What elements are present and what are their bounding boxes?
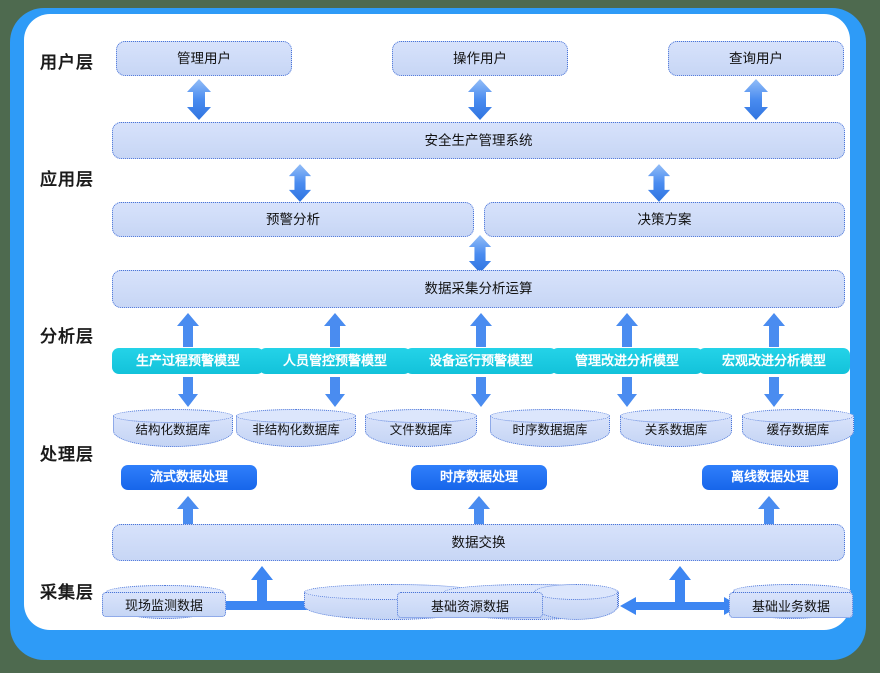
arrow-model-5-up [762, 313, 786, 347]
layer-label-analysis: 分析层 [40, 327, 94, 346]
application-box-decision-plan[interactable]: 决策方案 [484, 202, 845, 237]
application-system-box[interactable]: 安全生产管理系统 [112, 122, 845, 159]
cylinder-top [236, 409, 356, 423]
database-label: 非结构化数据库 [252, 422, 340, 437]
database-label: 文件数据库 [389, 422, 453, 437]
arrow-middle-to-right-source [620, 596, 740, 616]
arrow-model-2-up [323, 313, 347, 347]
cylinder-top [365, 409, 477, 423]
model-box-macro-improvement[interactable]: 宏观改进分析模型 [698, 348, 850, 374]
model-box-management-improvement[interactable]: 管理改进分析模型 [551, 348, 703, 374]
arrow-exchange-to-offline [757, 496, 781, 526]
arrow-model-1-down [177, 377, 199, 407]
arrow-source-left-to-exchange [250, 566, 274, 606]
arrow-source-right-to-exchange [668, 566, 692, 606]
arrow-model-4-down [616, 377, 638, 407]
database-cylinder-file[interactable]: 文件数据库 [365, 409, 477, 447]
cylinder-top [742, 409, 854, 423]
arrow-admin-to-system [186, 79, 212, 120]
user-box-query[interactable]: 查询用户 [668, 41, 844, 76]
arrow-exchange-to-timeseries [467, 496, 491, 526]
source-cylinder-base-resource-right [534, 584, 618, 620]
source-label-base-business[interactable]: 基础业务数据 [729, 592, 853, 618]
processor-box-timeseries[interactable]: 时序数据处理 [411, 465, 547, 490]
cylinder-top [113, 409, 233, 423]
arrow-system-to-decision-plan [647, 163, 671, 203]
cylinder-top [620, 409, 732, 423]
layer-label-processing: 处理层 [40, 445, 94, 464]
processor-box-offline[interactable]: 离线数据处理 [702, 465, 838, 490]
database-label: 关系数据库 [644, 422, 708, 437]
database-cylinder-structured[interactable]: 结构化数据库 [113, 409, 233, 447]
layer-label-user: 用户层 [40, 53, 94, 72]
database-label: 结构化数据库 [135, 422, 211, 437]
application-box-warning-analysis[interactable]: 预警分析 [112, 202, 474, 237]
layer-label-collection: 采集层 [40, 583, 94, 602]
arrow-model-3-up [469, 313, 493, 347]
arrow-model-1-up [176, 313, 200, 347]
cylinder-top [534, 584, 618, 600]
source-label-base-resource[interactable]: 基础资源数据 [397, 592, 543, 618]
user-box-operator[interactable]: 操作用户 [392, 41, 568, 76]
arrow-model-5-down [763, 377, 785, 407]
data-exchange-box[interactable]: 数据交换 [112, 524, 845, 561]
database-cylinder-unstructured[interactable]: 非结构化数据库 [236, 409, 356, 447]
model-box-personnel-control[interactable]: 人员管控预警模型 [259, 348, 411, 374]
application-compute-box[interactable]: 数据采集分析运算 [112, 270, 845, 308]
arrow-system-to-warning-analysis [288, 163, 312, 203]
processor-box-stream[interactable]: 流式数据处理 [121, 465, 257, 490]
database-cylinder-timeseries[interactable]: 时序数据据库 [490, 409, 610, 447]
model-box-equipment-operation[interactable]: 设备运行预警模型 [405, 348, 557, 374]
model-box-production-process[interactable]: 生产过程预警模型 [112, 348, 264, 374]
arrow-model-3-down [470, 377, 492, 407]
arrow-query-to-system [743, 79, 769, 120]
arrow-model-4-up [615, 313, 639, 347]
arrow-model-2-down [324, 377, 346, 407]
database-label: 缓存数据库 [766, 422, 830, 437]
source-label-field-monitoring[interactable]: 现场监测数据 [102, 592, 226, 617]
user-box-admin[interactable]: 管理用户 [116, 41, 292, 76]
database-cylinder-cache[interactable]: 缓存数据库 [742, 409, 854, 447]
database-cylinder-relational[interactable]: 关系数据库 [620, 409, 732, 447]
connector-left-source-to-riser [214, 598, 326, 612]
arrow-function-to-compute [467, 235, 493, 273]
arrow-operator-to-system [467, 79, 493, 120]
arrow-exchange-to-stream [176, 496, 200, 526]
layer-label-application: 应用层 [40, 170, 94, 189]
cylinder-top [490, 409, 610, 423]
database-label: 时序数据据库 [512, 422, 588, 437]
